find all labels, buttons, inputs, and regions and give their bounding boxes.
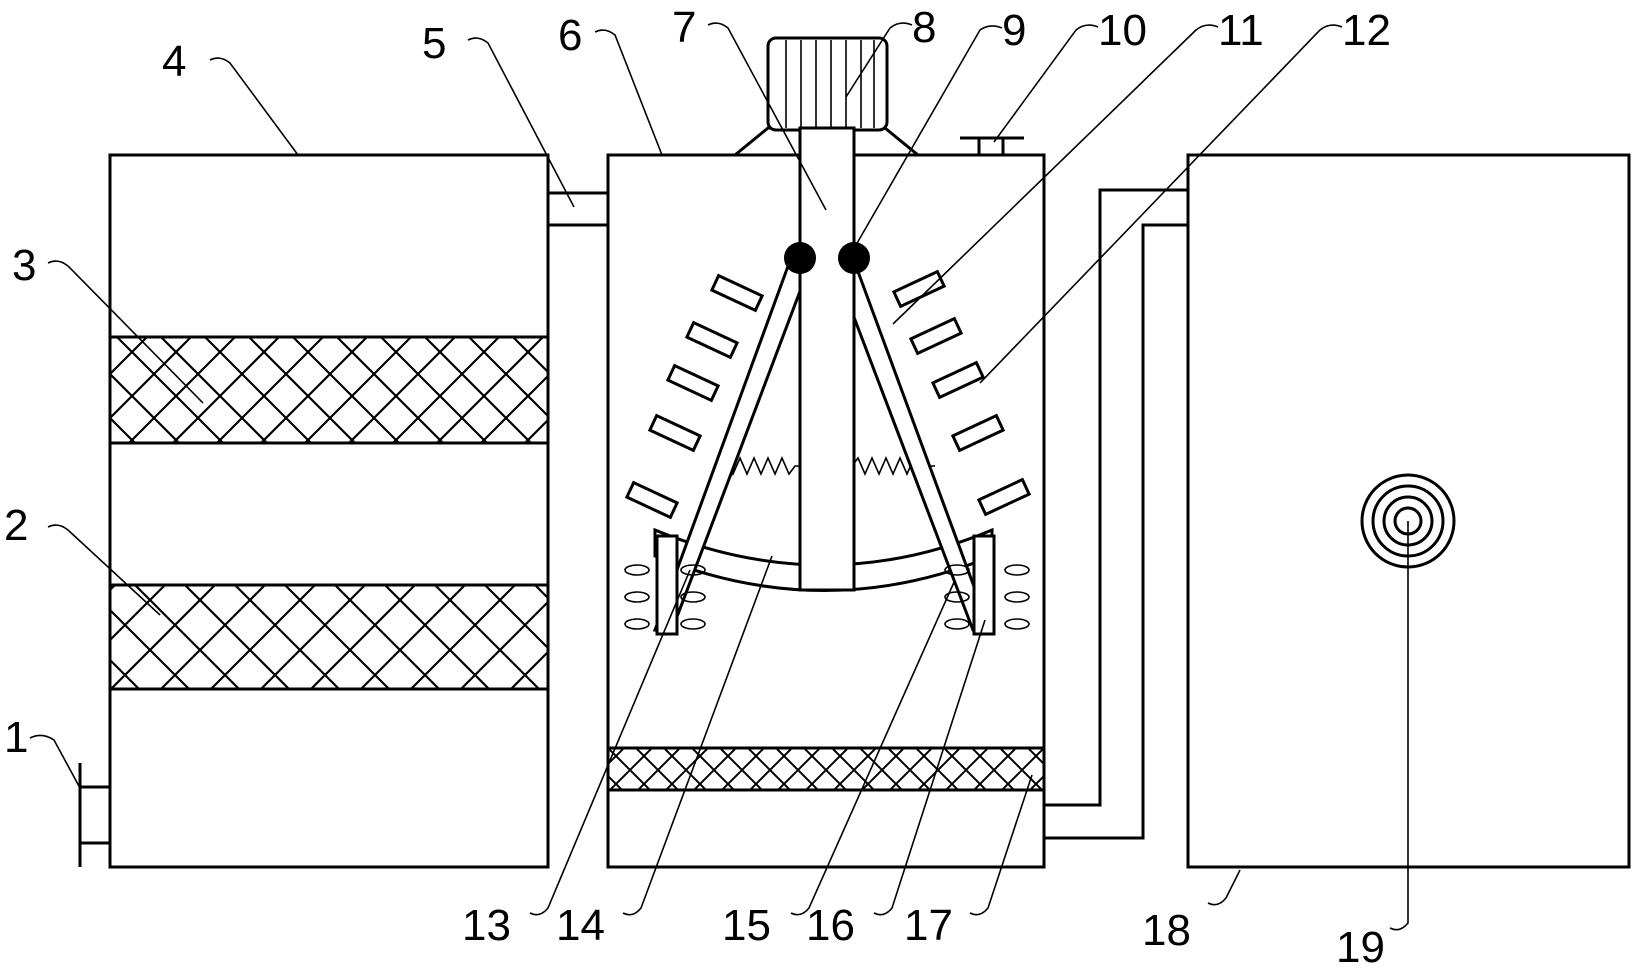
motor [766, 36, 889, 132]
label-7: 7 [672, 3, 696, 52]
label-16: 16 [806, 901, 855, 950]
label-5: 5 [422, 19, 446, 68]
outlet-pipes [1044, 188, 1188, 840]
label-18: 18 [1142, 906, 1191, 955]
right-scraper [972, 534, 996, 636]
label-2: 2 [4, 501, 28, 550]
label-9: 9 [1002, 6, 1026, 55]
left-tank-body [108, 153, 550, 869]
label-4: 4 [162, 37, 186, 86]
leader-lines [29, 22, 1409, 931]
connecting-pipe [548, 191, 608, 227]
label-12: 12 [1342, 6, 1391, 55]
label-13: 13 [462, 901, 511, 950]
left-tank [78, 153, 550, 869]
left-hinge [784, 242, 816, 274]
bottom-filter-layer [606, 746, 1046, 792]
label-10: 10 [1098, 6, 1147, 55]
left-scraper [655, 534, 679, 636]
label-8: 8 [912, 3, 936, 52]
left-spring [719, 456, 800, 476]
label-15: 15 [722, 901, 771, 950]
right-hinge [838, 242, 870, 274]
label-19: 19 [1336, 923, 1385, 972]
label-14: 14 [556, 901, 605, 950]
number-labels: 1 2 3 4 5 6 7 8 9 10 11 12 13 14 15 16 1… [4, 3, 1391, 972]
upper-filter-layer [108, 335, 550, 445]
vent-valve [960, 136, 1024, 155]
stirring-shaft [798, 126, 856, 592]
brush-bristles [624, 269, 1032, 520]
inlet-pipe [78, 763, 110, 867]
label-17: 17 [904, 901, 953, 950]
label-1: 1 [4, 713, 28, 762]
lower-filter-layer [108, 583, 550, 691]
label-11: 11 [1218, 6, 1264, 55]
label-6: 6 [558, 11, 582, 60]
stirring-blades [624, 564, 1030, 630]
label-3: 3 [12, 241, 36, 290]
middle-tank [606, 36, 1046, 869]
